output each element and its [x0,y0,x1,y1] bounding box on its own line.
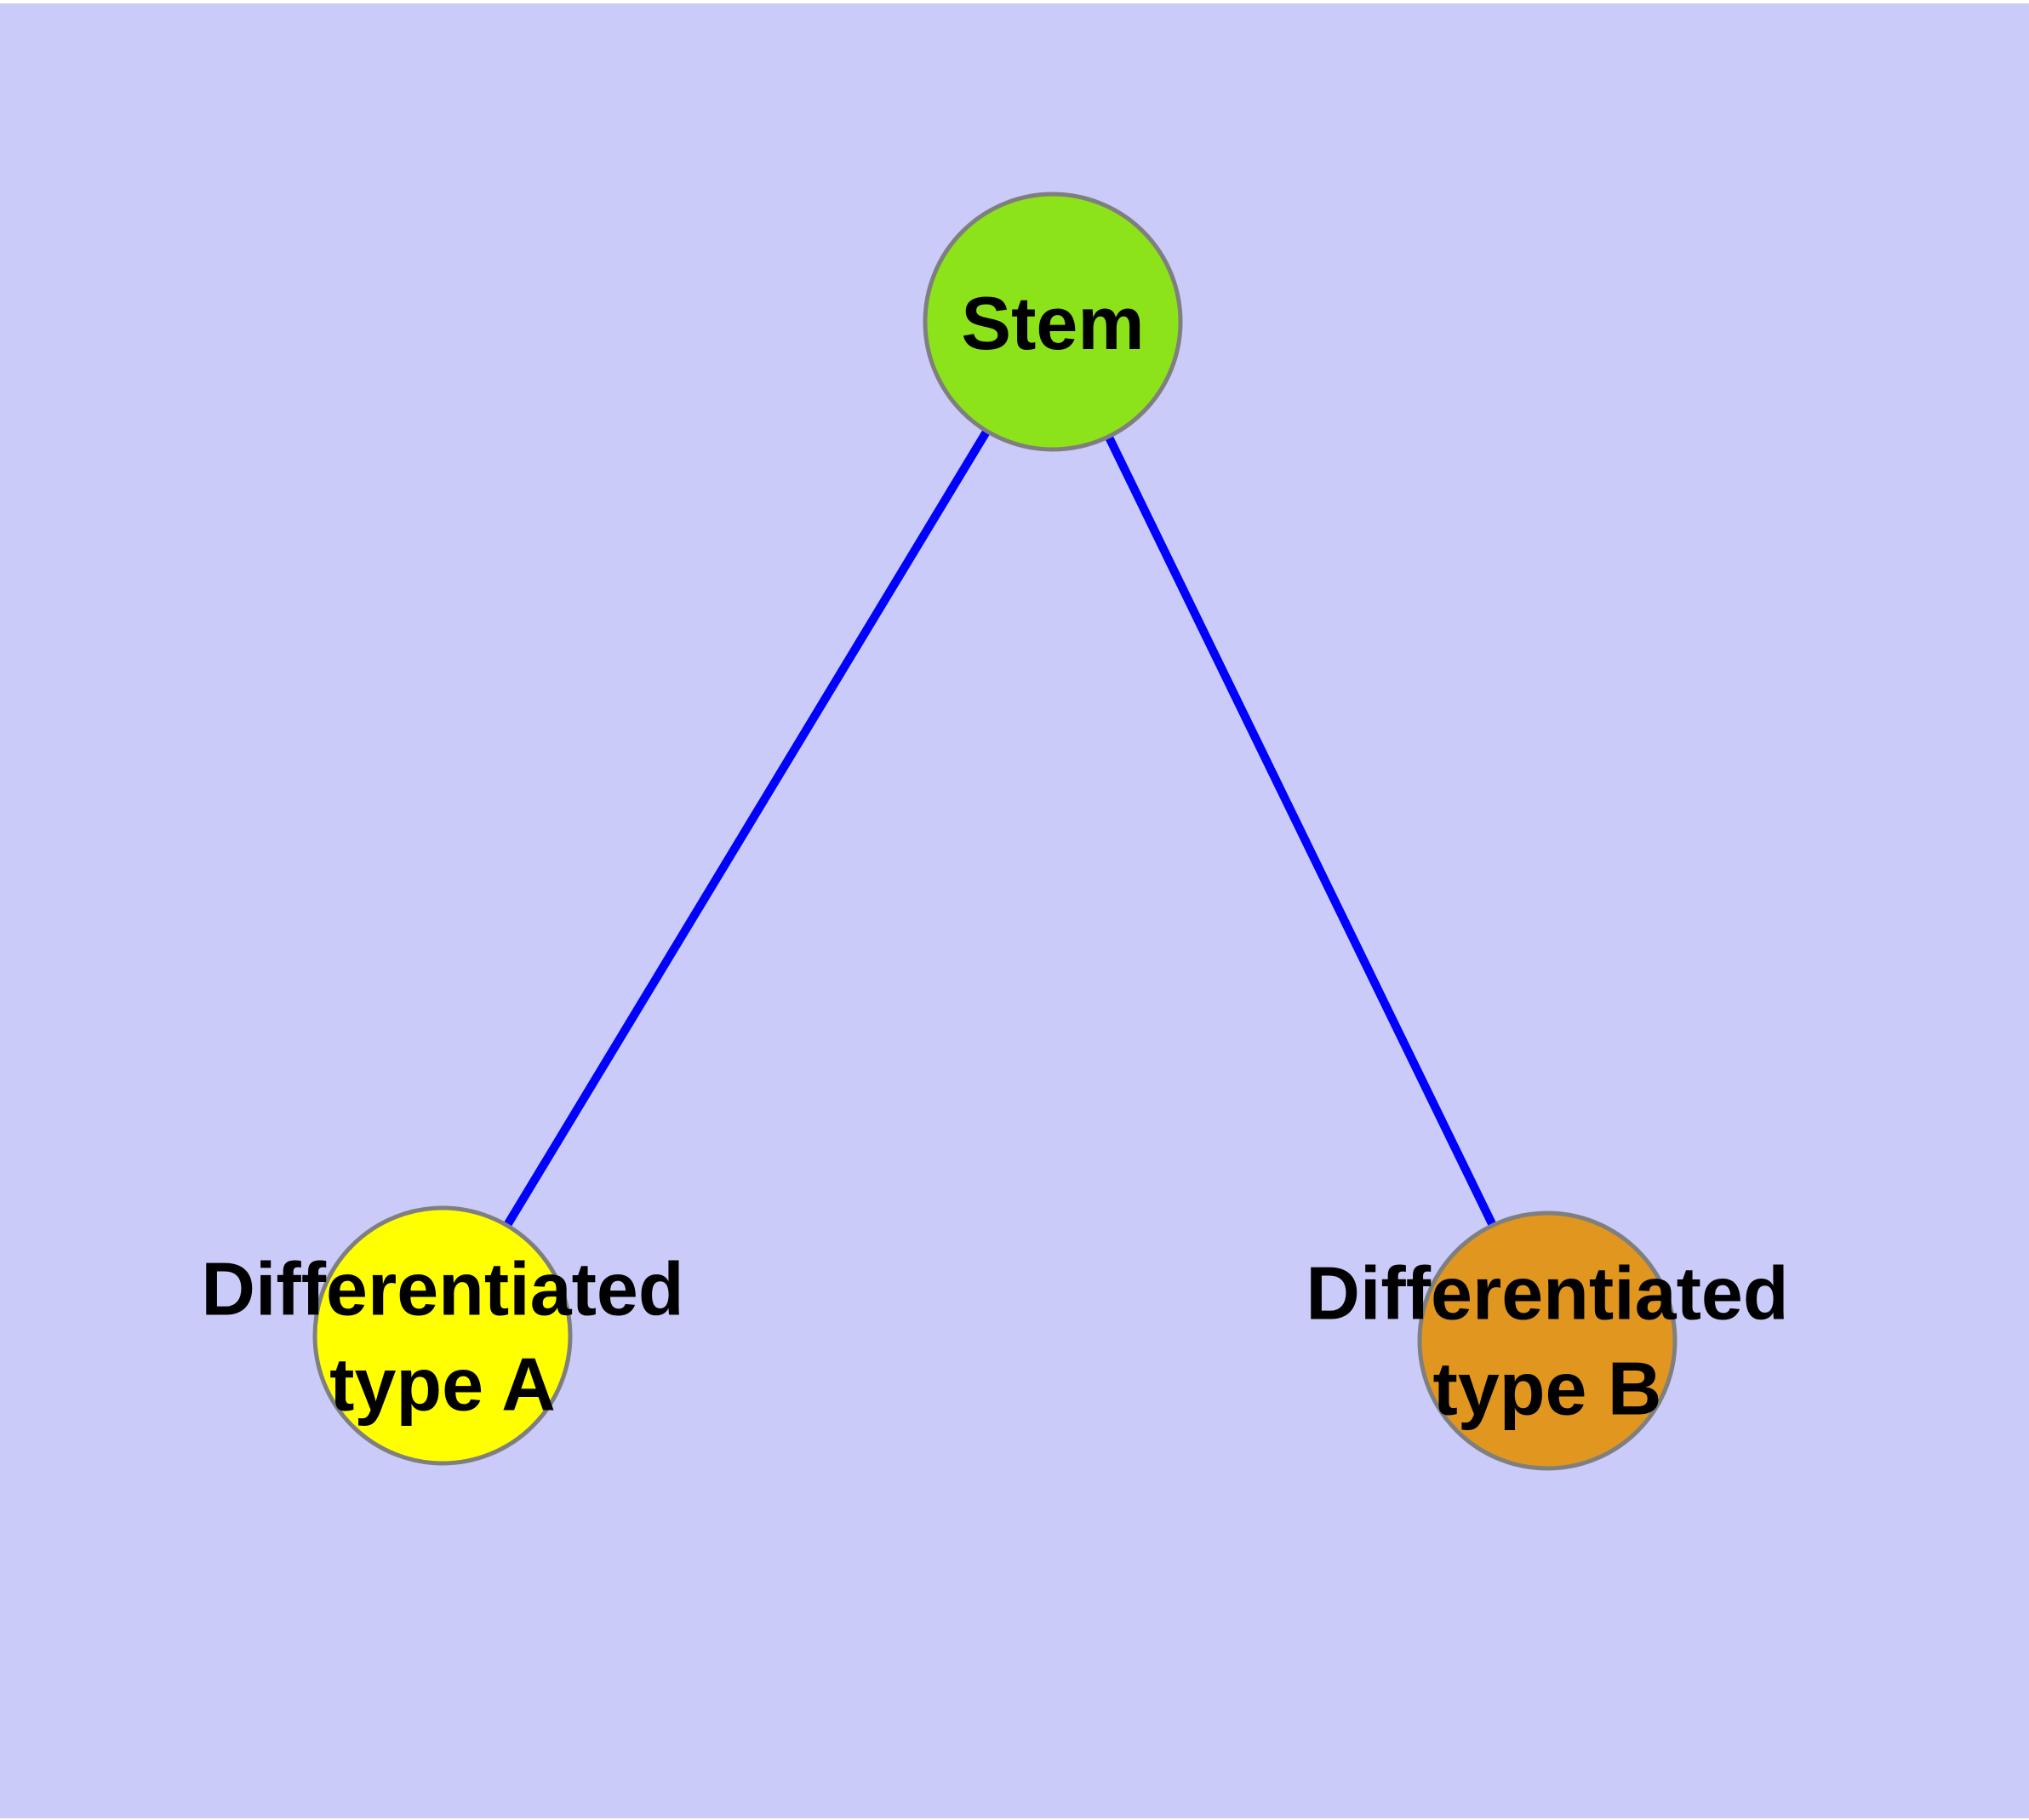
edge-stem-type-b [1049,319,1552,1340]
edge-stem-type-a [438,319,1057,1335]
graph-canvas: Stem Differentiated type A Differentiate… [0,3,2029,1818]
node-circle-type-b [1417,1210,1677,1471]
node-circle-type-a [312,1205,573,1466]
node-circle-stem [923,192,1183,452]
graph-svg [0,3,2029,1818]
